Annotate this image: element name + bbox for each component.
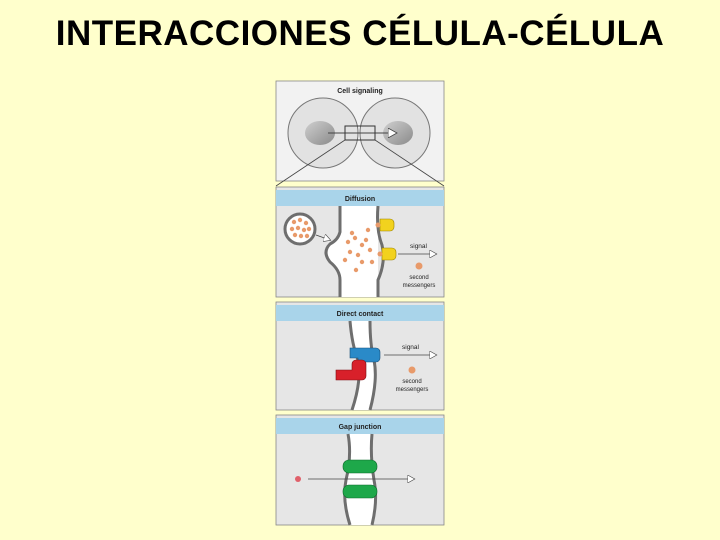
slide-title: INTERACCIONES CÉLULA-CÉLULA <box>55 14 665 53</box>
dc-signal-label: signal <box>402 344 420 351</box>
diffusion-second-label-1: second <box>409 275 428 281</box>
receptor-yellow-1 <box>379 218 395 232</box>
diffusion-header <box>276 190 444 206</box>
gj-right-membrane <box>369 433 378 526</box>
gap-channel-top <box>342 459 378 474</box>
diffusion-panel: Diffusion signal second <box>275 186 445 298</box>
released-molecules <box>342 227 375 273</box>
gap-junction-panel: Gap junction <box>275 414 445 526</box>
gj-small-molecule <box>295 476 301 482</box>
diffusion-second-messenger-dot <box>415 262 423 270</box>
cell-signaling-label: Cell signaling <box>337 88 383 95</box>
right-nucleus <box>383 121 413 145</box>
cell-signaling-panel: Cell signaling <box>275 80 445 187</box>
left-nucleus <box>305 121 335 145</box>
gap-junction-header <box>276 418 444 434</box>
direct-contact-panel: Direct contact signal second messengers <box>275 301 445 411</box>
dc-second-label-2: messengers <box>396 387 429 393</box>
gap-junction-label: Gap junction <box>339 424 382 431</box>
vesicle-molecules <box>289 217 312 239</box>
direct-contact-label: Direct contact <box>337 311 384 318</box>
diffusion-label: Diffusion <box>345 196 375 203</box>
zoom-box <box>344 125 376 141</box>
ligand-red <box>335 359 367 381</box>
diffusion-signal-label: signal <box>410 243 428 250</box>
left-membrane <box>324 206 342 297</box>
receptor-yellow-2 <box>381 247 397 261</box>
diffusion-second-label-2: messengers <box>403 283 436 289</box>
gj-left-membrane <box>343 433 352 526</box>
right-membrane <box>376 205 385 297</box>
dc-second-label-1: second <box>402 379 421 385</box>
direct-contact-header <box>276 305 444 321</box>
dc-second-messenger-dot <box>408 366 416 374</box>
gap-channel-bottom <box>342 484 378 499</box>
